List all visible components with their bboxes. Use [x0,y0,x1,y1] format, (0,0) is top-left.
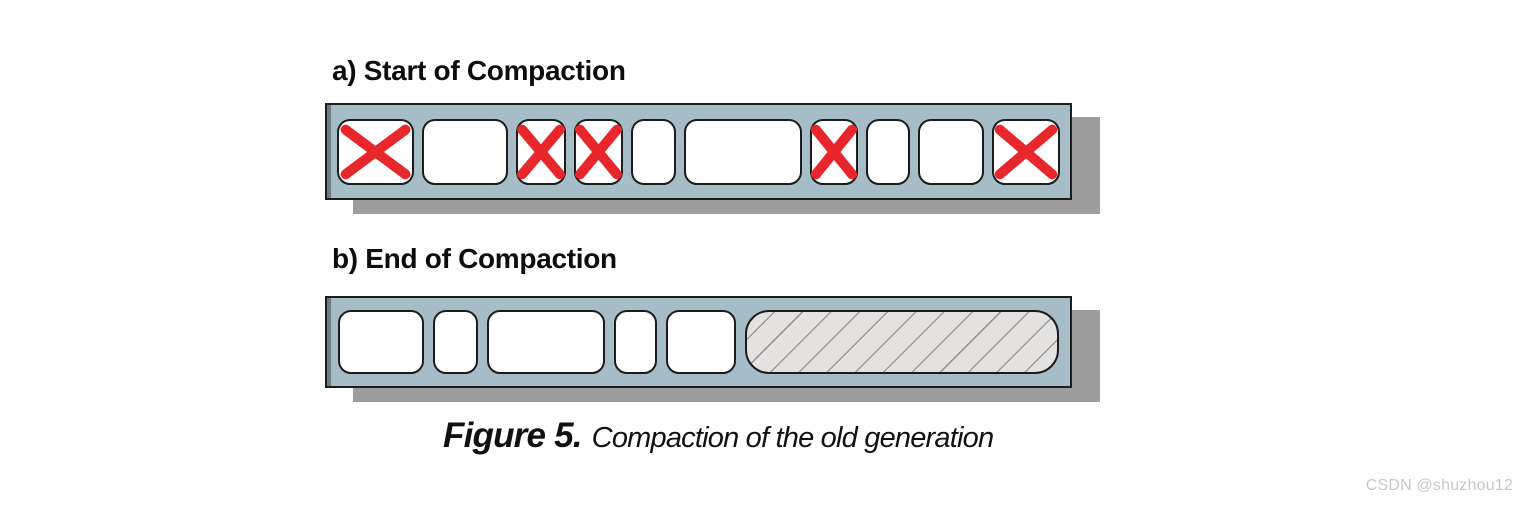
live-object-block [866,118,910,185]
csdn-watermark: CSDN @shuzhou12 [1365,477,1513,494]
live-object-block [666,310,736,374]
memory-bar-end-of-compaction [325,296,1072,388]
x-mark-icon [517,124,565,179]
live-object-block [338,310,424,374]
panel-a-title: a) Start of Compaction [332,55,626,86]
live-object-block [918,118,984,185]
live-object-block [487,310,605,374]
dead-object-block [992,118,1060,185]
x-mark-icon [575,124,622,179]
live-object-block [433,310,478,374]
figure-caption-label: Figure 5. [443,416,582,455]
figure-caption: Figure 5. Compaction of the old generatio… [443,413,994,466]
x-mark-icon [340,124,411,179]
live-object-block [684,118,802,185]
panel-b-title: b) End of Compaction [332,243,617,274]
dead-object-block [516,118,566,185]
memory-bar-start-of-compaction [325,103,1072,200]
x-mark-icon [994,124,1058,179]
dead-object-block [574,118,623,185]
dead-object-block [810,118,858,185]
live-object-block [614,310,657,374]
figure-caption-text: Compaction of the old generation [591,422,994,454]
live-object-block [631,118,676,185]
free-space-hatched-block [745,310,1059,374]
dead-object-block [337,118,414,185]
live-object-block [422,118,508,185]
x-mark-icon [810,124,858,179]
